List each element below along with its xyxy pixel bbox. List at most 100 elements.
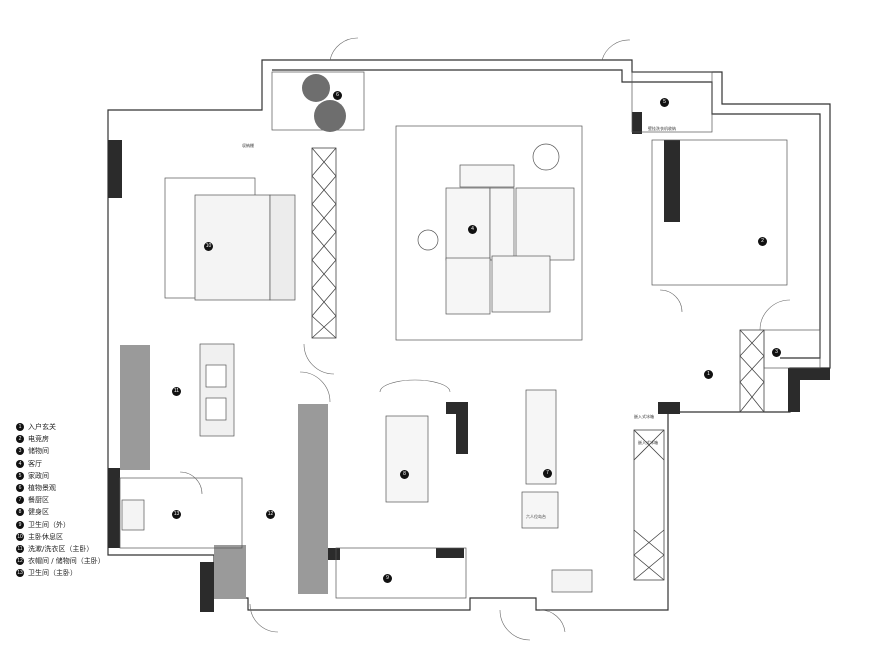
marker-plants: 6 <box>333 91 342 100</box>
legend-label: 植物景观 <box>28 484 56 493</box>
legend-label: 卫生间（主卧） <box>28 569 77 578</box>
side-table <box>417 229 439 251</box>
legend-label: 洗漱/洗衣区（主卧） <box>28 544 94 553</box>
sofa-part <box>489 187 515 261</box>
legend-label: 餐厨区 <box>28 496 49 505</box>
sofa-part <box>445 187 491 261</box>
balcony <box>271 71 365 131</box>
treadmill <box>385 415 429 503</box>
legend-label: 健身区 <box>28 508 49 517</box>
plant <box>314 100 346 132</box>
marker-dining: 7 <box>543 469 552 478</box>
legend-label: 客厅 <box>28 459 42 468</box>
sofa-part <box>459 164 515 188</box>
sink-2 <box>205 397 227 421</box>
legend-label: 卫生间（外） <box>28 520 70 529</box>
legend-item: 12 衣帽间 / 储物间（主卧） <box>16 555 136 567</box>
legend-label: 衣帽间 / 储物间（主卧） <box>28 557 105 566</box>
wall-block <box>632 112 642 134</box>
wall-block <box>200 562 214 612</box>
island <box>521 491 559 529</box>
legend-number-badge: 10 <box>16 532 24 541</box>
legend-number-badge: 13 <box>16 569 24 578</box>
legend-item: 9 卫生间（外） <box>16 519 136 531</box>
laundry-room <box>631 71 713 133</box>
gaming-desk <box>651 139 788 286</box>
legend-item: 3 储物间 <box>16 445 136 457</box>
legend-number-badge: 3 <box>16 447 24 456</box>
legend-item: 6 植物景观 <box>16 482 136 494</box>
living-rug <box>395 125 583 341</box>
wash-vanity <box>199 343 235 437</box>
legend-number-badge: 9 <box>16 520 24 529</box>
wall-block <box>456 402 468 454</box>
label-kitchen-top: 嵌入式冰箱 <box>634 414 654 419</box>
sofa-part <box>491 255 551 313</box>
legend-item: 1 入户玄关 <box>16 421 136 433</box>
wall-block <box>788 368 800 412</box>
sofa-part <box>445 257 491 315</box>
legend-label: 储物间 <box>28 447 49 456</box>
wood-panel-center <box>298 404 328 594</box>
marker-fitness: 8 <box>400 470 409 479</box>
walls <box>107 59 831 611</box>
bed-headboard <box>269 194 296 301</box>
label-kitchen-cabinet: 嵌入式冰箱 <box>638 440 658 445</box>
marker-storage: 3 <box>772 348 781 357</box>
sofa-part <box>515 187 575 261</box>
marker-living: 4 <box>468 225 477 234</box>
label-laundry-cabinet: 壁挂洗衣机收纳 <box>648 126 676 131</box>
legend-number-badge: 2 <box>16 435 24 444</box>
marker-bath-out: 9 <box>383 574 392 583</box>
wall-block <box>664 140 680 222</box>
legend-item: 5 家政间 <box>16 470 136 482</box>
marker-closet: 12 <box>266 510 275 519</box>
room-lines <box>119 71 821 599</box>
legend-number-badge: 8 <box>16 508 24 517</box>
wall-block <box>436 548 464 558</box>
marker-wash: 11 <box>172 387 181 396</box>
legend-item: 8 健身区 <box>16 506 136 518</box>
legend-item: 13 卫生间（主卧） <box>16 567 136 579</box>
legend-item: 2 电竞房 <box>16 433 136 445</box>
legend: 1 入户玄关 2 电竞房 3 储物间 4 客厅 5 家政间 6 植物景观 7 餐厨区 8 健身区 9 卫生间（外）… <box>16 421 136 579</box>
wall-block <box>108 468 120 548</box>
marker-gaming: 2 <box>758 237 767 246</box>
legend-number-badge: 7 <box>16 496 24 505</box>
legend-label: 入户玄关 <box>28 423 56 432</box>
bath-master-room <box>119 477 243 549</box>
legend-number-badge: 1 <box>16 423 24 432</box>
plant <box>302 74 330 102</box>
marker-entry: 1 <box>704 370 713 379</box>
toilet-tank <box>121 499 145 531</box>
dining-table <box>525 389 557 485</box>
kitchen-sink <box>551 569 593 593</box>
wardrobe-column <box>311 147 765 581</box>
legend-number-badge: 5 <box>16 471 24 480</box>
legend-number-badge: 4 <box>16 459 24 468</box>
legend-item: 4 客厅 <box>16 458 136 470</box>
legend-number-badge: 6 <box>16 484 24 493</box>
plants <box>302 74 346 132</box>
wood-panel-bottom <box>214 545 246 599</box>
label-island: 六人位岛台 <box>526 514 546 519</box>
sink-1 <box>205 364 227 388</box>
outer-wall <box>107 59 831 611</box>
legend-label: 家政间 <box>28 471 49 480</box>
bath-out-room <box>335 547 467 599</box>
marker-bedroom: 10 <box>204 242 213 251</box>
wall-block <box>658 402 680 414</box>
legend-item: 7 餐厨区 <box>16 494 136 506</box>
wood-panel-left <box>120 345 150 470</box>
side-table <box>532 143 560 171</box>
label-wardrobe: 収納棚 <box>242 143 254 148</box>
legend-number-badge: 12 <box>16 557 24 566</box>
wall-block <box>108 140 122 198</box>
storage-room <box>763 329 821 369</box>
marker-bath-master: 13 <box>172 510 181 519</box>
legend-label: 电竞房 <box>28 435 49 444</box>
